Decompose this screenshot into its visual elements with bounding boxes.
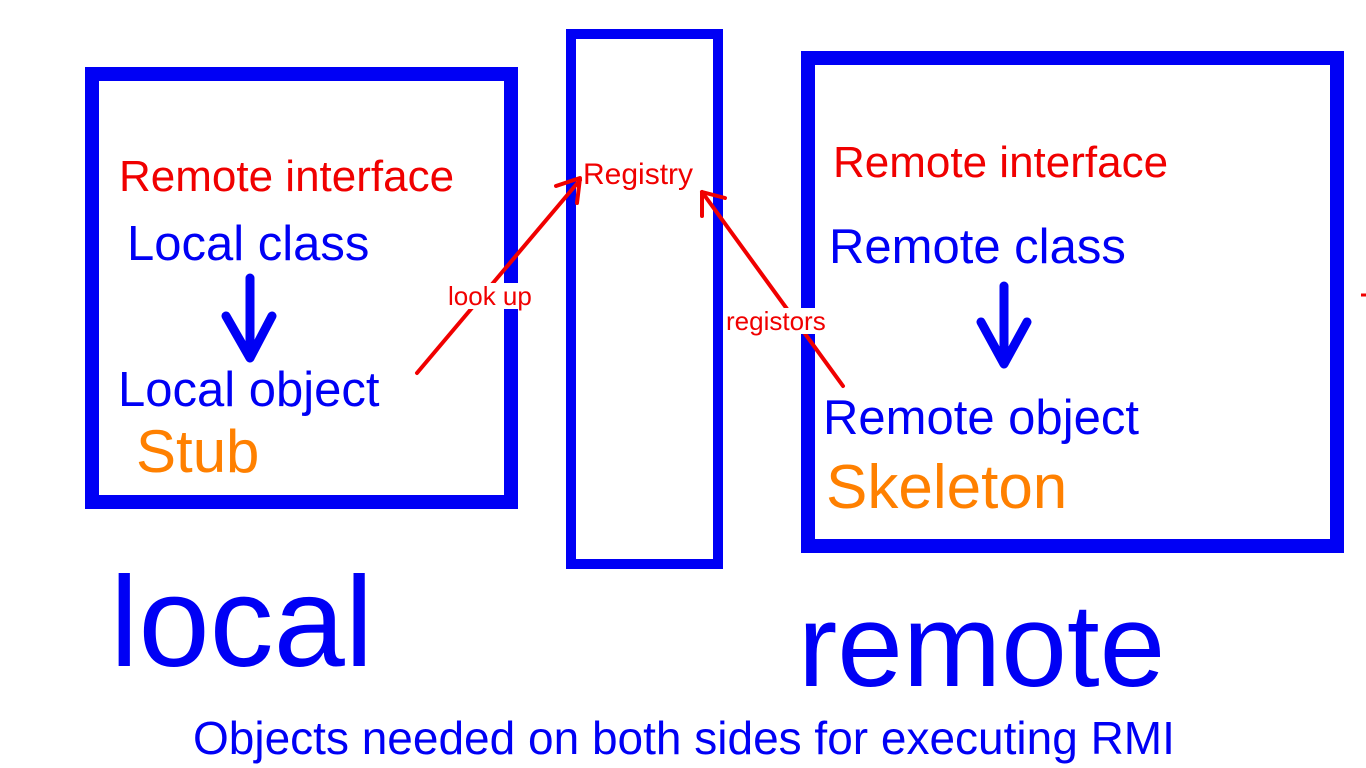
remote-class-label: Remote class [829,220,1126,274]
remote-object-label: Remote object [823,391,1139,445]
remote-side-label: remote [798,580,1166,712]
registers-arrow-head [700,190,727,218]
local-down-arrow-head [221,311,277,363]
lookup-label: look up [446,281,534,311]
local-side-label: local [110,551,374,694]
local-object-label: Local object [118,363,380,417]
caption: Objects needed on both sides for executi… [193,712,1175,764]
skeleton-label: Skeleton [826,453,1068,522]
registers-label: registors [724,306,828,336]
stub-label: Stub [136,418,260,485]
lookup-arrow [415,178,582,375]
remote-box [801,51,1344,553]
registers-arrow [700,190,845,388]
remote-down-arrow-head [976,317,1032,369]
lookup-arrow-head [554,176,582,205]
registry-label: Registry [583,158,694,191]
registry-box [566,29,723,569]
local-interface-label: Remote interface [119,152,455,201]
local-box [85,67,518,509]
local-class-label: Local class [127,217,370,271]
remote-interface-label: Remote interface [833,138,1169,187]
